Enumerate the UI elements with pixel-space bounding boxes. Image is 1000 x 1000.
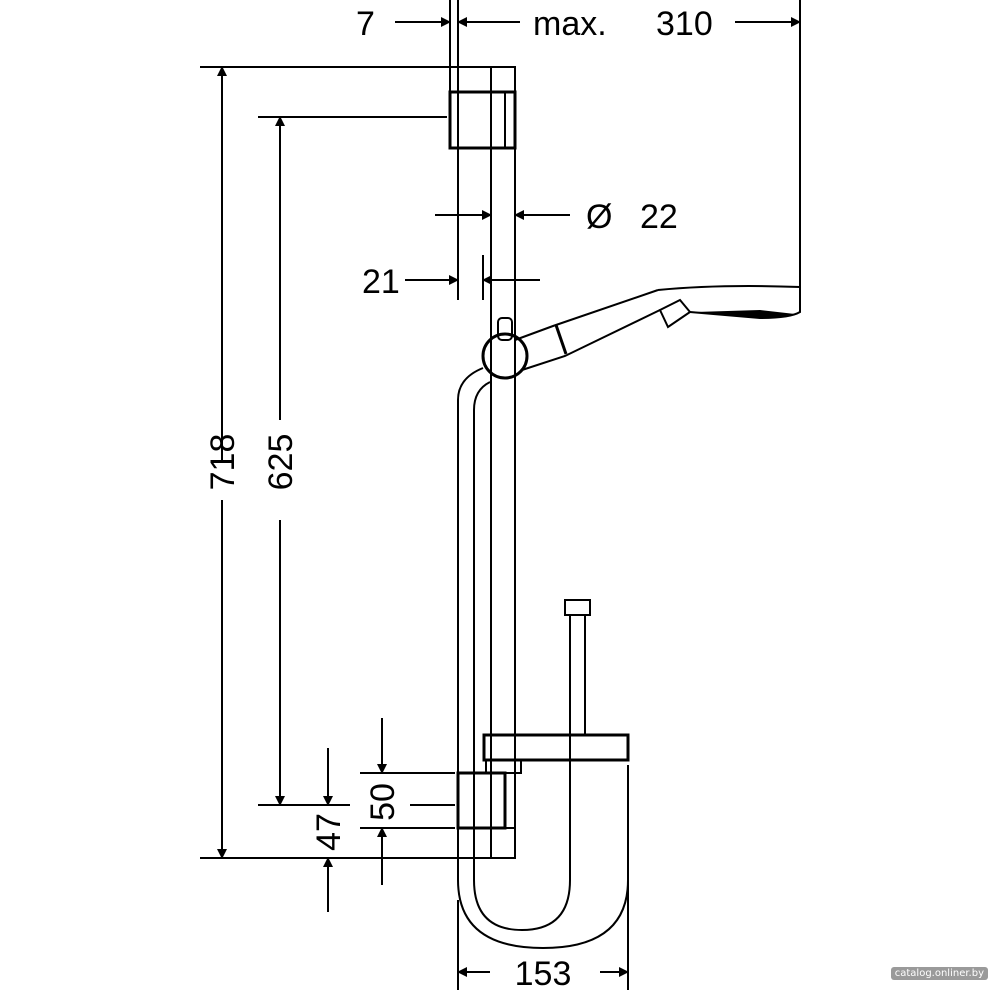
watermark: catalog.onliner.by xyxy=(890,967,988,980)
diameter-symbol: Ø xyxy=(586,198,612,236)
dim-bracket-spacing: 625 xyxy=(262,434,300,491)
slide-rail xyxy=(448,66,517,859)
dim-rail-diameter: 22 xyxy=(640,198,678,236)
hand-shower xyxy=(481,285,801,380)
dim-dish-width: 153 xyxy=(515,955,572,993)
dim-total-height: 718 xyxy=(204,434,242,491)
dim-bracket-height: 50 xyxy=(364,783,402,821)
dim-bottom-offset: 47 xyxy=(310,813,348,851)
soap-dish xyxy=(482,733,630,774)
dim-wall-gap: 21 xyxy=(362,263,400,301)
dim-projection: 310 xyxy=(656,5,713,43)
dim-max-label: max. xyxy=(533,5,607,43)
shower-hose xyxy=(457,367,629,950)
dimension-lines xyxy=(217,17,801,977)
dim-offset-top: 7 xyxy=(356,5,375,43)
